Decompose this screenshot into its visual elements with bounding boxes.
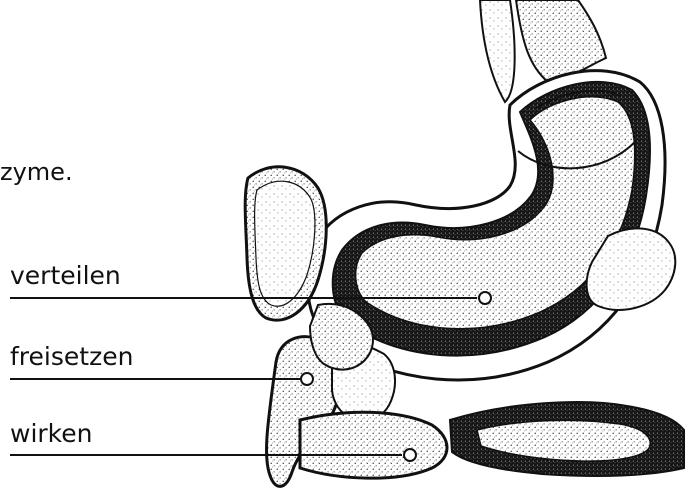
label-freisetzen: freisetzen	[10, 343, 133, 371]
verteilen-point	[479, 292, 491, 304]
text-fragment: zyme.	[0, 158, 73, 186]
wirken-point	[404, 449, 416, 461]
freisetzen-point	[301, 373, 313, 385]
label-wirken: wirken	[10, 420, 92, 448]
label-verteilen: verteilen	[10, 262, 121, 290]
